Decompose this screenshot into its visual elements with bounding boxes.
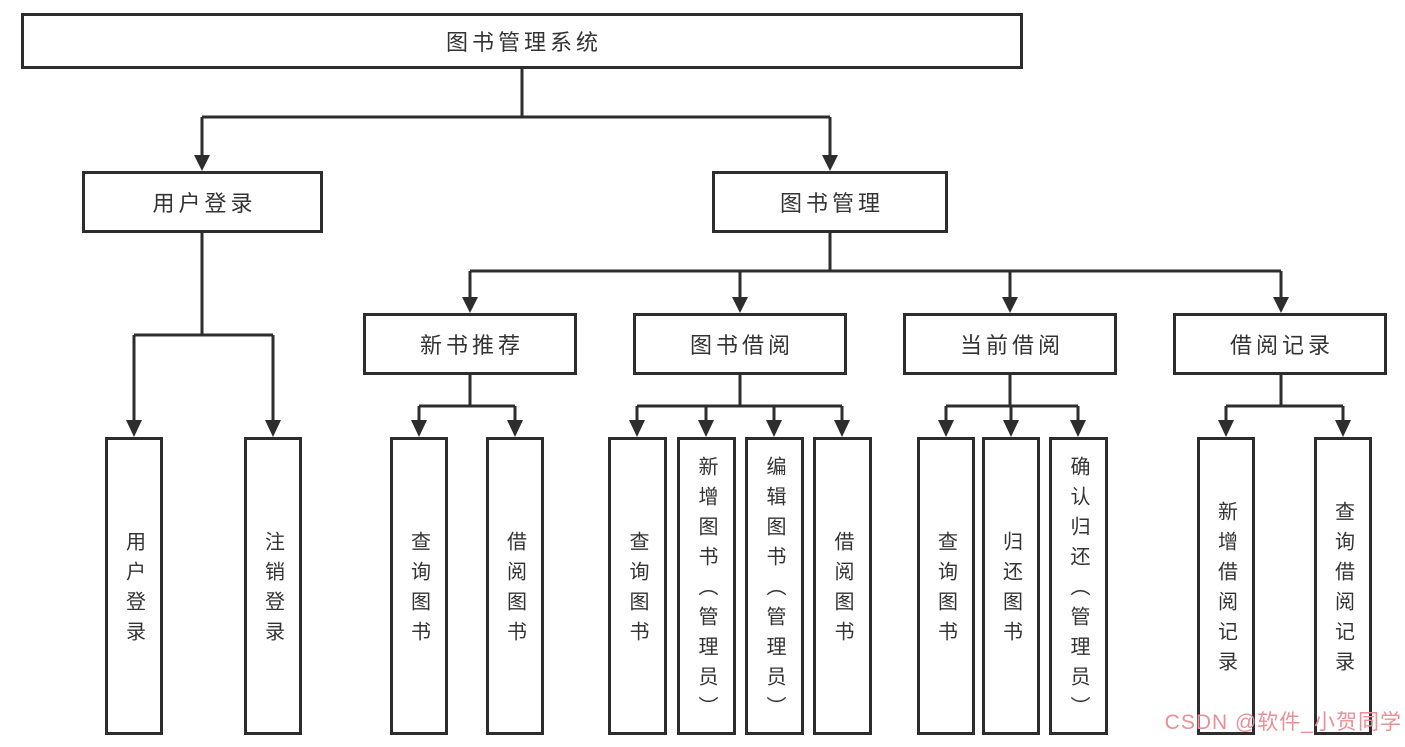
node-label: 借阅图书: [503, 531, 526, 651]
node-label: 归还图书: [999, 531, 1022, 651]
watermark-text: CSDN @软件_小贺同学: [1164, 711, 1402, 734]
arrow-down-icon: [834, 420, 850, 437]
node-label: 图书管理: [779, 191, 884, 216]
node-return-books: 归还图书: [982, 437, 1040, 735]
arrow-down-icon: [1273, 297, 1289, 313]
node-add-borrow-record: 新增借阅记录: [1197, 437, 1255, 735]
arrow-down-icon: [1070, 420, 1086, 437]
node-label: 新增图书（管理员）: [695, 456, 717, 726]
node-label: 编辑图书（管理员）: [763, 456, 785, 726]
node-label: 新增借阅记录: [1214, 501, 1237, 681]
arrow-down-icon: [1218, 420, 1234, 437]
node-borrow-books: 借阅图书: [813, 437, 872, 735]
node-add-books-admin: 新增图书（管理员）: [677, 437, 736, 735]
node-label: 用户登录: [152, 191, 257, 216]
node-borrow-books-recommend: 借阅图书: [486, 437, 544, 735]
arrow-down-icon: [126, 420, 142, 437]
node-label: 查询图书: [626, 531, 648, 651]
node-label: 借阅记录: [1229, 333, 1334, 358]
node-label: 用户登录: [122, 531, 145, 651]
node-user-login-action: 用户登录: [105, 437, 163, 735]
node-label: 确认归还（管理员）: [1067, 456, 1089, 726]
node-label: 查询图书: [407, 531, 430, 651]
node-label: 查询借阅记录: [1331, 501, 1354, 681]
node-logout: 注销登录: [244, 437, 302, 735]
node-user-login: 用户登录: [82, 171, 323, 233]
arrow-down-icon: [732, 297, 748, 313]
arrow-down-icon: [938, 420, 954, 437]
node-label: 查询图书: [934, 531, 957, 651]
node-library-management-system: 图书管理系统: [21, 13, 1023, 69]
node-label: 新书推荐: [419, 333, 524, 358]
node-edit-books-admin: 编辑图书（管理员）: [745, 437, 804, 735]
node-query-borrow-record: 查询借阅记录: [1314, 437, 1372, 735]
node-query-books-current: 查询图书: [917, 437, 975, 735]
node-label: 注销登录: [261, 531, 284, 651]
arrow-down-icon: [822, 155, 838, 171]
arrow-down-icon: [1002, 297, 1018, 313]
node-label: 当前借阅: [959, 333, 1064, 358]
node-borrowing-records: 借阅记录: [1173, 313, 1387, 375]
node-query-books-borrow: 查询图书: [608, 437, 667, 735]
arrow-down-icon: [507, 420, 523, 437]
node-query-books-recommend: 查询图书: [390, 437, 448, 735]
node-book-management: 图书管理: [712, 171, 948, 233]
node-book-borrowing: 图书借阅: [633, 313, 847, 375]
node-new-book-recommend: 新书推荐: [363, 313, 577, 375]
node-confirm-return-admin: 确认归还（管理员）: [1049, 437, 1108, 735]
node-label: 图书管理系统: [445, 30, 602, 55]
node-current-borrowing: 当前借阅: [903, 313, 1117, 375]
arrow-down-icon: [265, 420, 281, 437]
arrow-down-icon: [766, 420, 782, 437]
node-label: 图书借阅: [689, 333, 794, 358]
arrow-down-icon: [194, 155, 210, 171]
arrow-down-icon: [462, 297, 478, 313]
arrow-down-icon: [1003, 420, 1019, 437]
arrow-down-icon: [629, 420, 645, 437]
arrow-down-icon: [698, 420, 714, 437]
arrow-down-icon: [1335, 420, 1351, 437]
arrow-down-icon: [411, 420, 427, 437]
node-label: 借阅图书: [831, 531, 853, 651]
